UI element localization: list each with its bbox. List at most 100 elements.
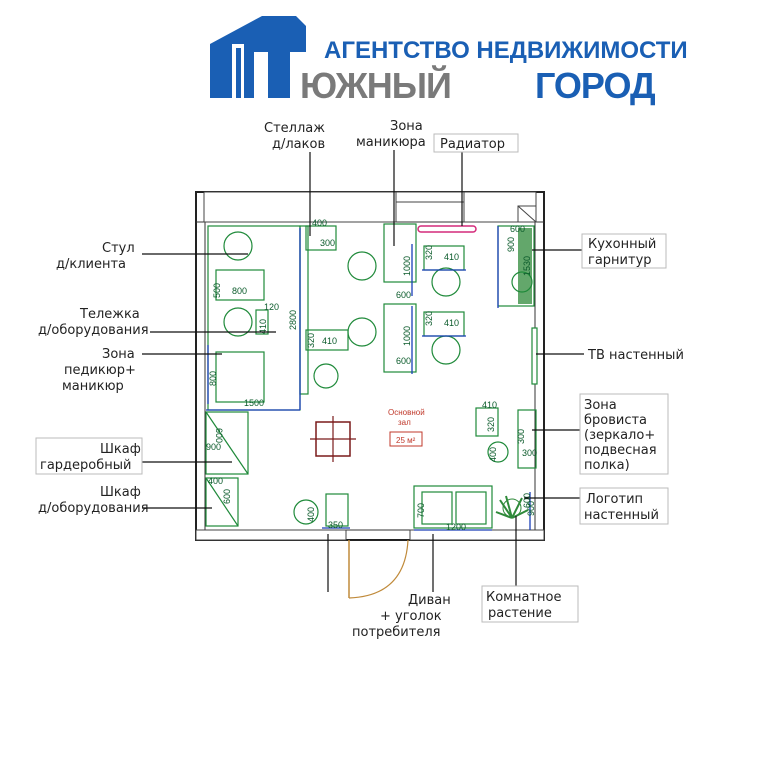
logo-house-icon bbox=[210, 16, 306, 98]
dim-label: 400 bbox=[208, 476, 223, 486]
callout-brow-line2: бровиста bbox=[584, 413, 647, 428]
dim-label: 300 bbox=[320, 238, 335, 248]
callout-sofa-line3: потребителя bbox=[352, 625, 440, 640]
dimension-labels: 400 300 1000 320 410 600 1000 320 410 60… bbox=[206, 218, 537, 532]
dim-label: 400 bbox=[312, 218, 327, 228]
dim-label: 900 bbox=[526, 501, 536, 516]
dim-label: 2800 bbox=[288, 310, 298, 330]
dim-label: 400 bbox=[306, 507, 316, 522]
logo-house-window bbox=[268, 52, 290, 98]
callout-equip-cabinet-line1: Шкаф bbox=[100, 485, 141, 500]
dim-label: 410 bbox=[444, 318, 459, 328]
callout-pedicure-line1: Зона bbox=[102, 347, 135, 362]
dim-label: 320 bbox=[424, 311, 434, 326]
logo-line1: АГЕНТСТВО НЕДВИЖИМОСТИ bbox=[324, 37, 688, 64]
entrance-door bbox=[348, 539, 409, 599]
callout-wardrobe-line2: гардеробный bbox=[40, 458, 131, 473]
dim-label: 1500 bbox=[244, 398, 264, 408]
callout-brow-line5: полка) bbox=[584, 458, 630, 473]
dim-label: 500 bbox=[212, 283, 222, 298]
logo-line2-city: ГОРОД bbox=[535, 65, 655, 106]
callout-logo-wall-line2: настенный bbox=[584, 508, 659, 523]
dim-label: 600 bbox=[522, 493, 532, 508]
callout-chair: Стул д/клиента bbox=[56, 241, 135, 272]
callout-tv: ТВ настенный bbox=[587, 348, 684, 363]
dim-label: 1530 bbox=[522, 256, 532, 276]
callout-rack: Стеллаж д/лаков bbox=[264, 121, 325, 152]
callout-plant-line2: растение bbox=[488, 606, 552, 621]
callout-radiator: Радиатор bbox=[433, 133, 519, 153]
callout-manicure-line2: маникюра bbox=[356, 135, 426, 150]
callout-rack-line1: Стеллаж bbox=[264, 121, 325, 136]
dim-label: 400 bbox=[488, 447, 498, 462]
dim-label: 800 bbox=[208, 371, 218, 386]
logo-house-door-inner bbox=[236, 48, 241, 98]
callout-rack-line2: д/лаков bbox=[272, 137, 325, 152]
dim-label: 320 bbox=[424, 245, 434, 260]
dim-label: 410 bbox=[258, 319, 268, 334]
callout-brow-line4: подвесная bbox=[584, 443, 657, 458]
callout-wardrobe: Шкаф гардеробный bbox=[35, 437, 143, 475]
callout-pedicure-line3: маникюр bbox=[62, 379, 124, 394]
radiator bbox=[417, 225, 477, 233]
agency-logo: АГЕНТСТВО НЕДВИЖИМОСТИ ЮЖНЫЙ ГОРОД bbox=[210, 16, 688, 106]
dim-label: 600 bbox=[510, 224, 525, 234]
callout-kitchen-line2: гарнитур bbox=[588, 253, 652, 268]
dim-label: 900 bbox=[506, 237, 516, 252]
room-area: 25 м² bbox=[396, 436, 416, 445]
callout-sofa-line1: Диван bbox=[408, 593, 451, 608]
dim-label: 1000 bbox=[402, 256, 412, 276]
leader-lines bbox=[142, 150, 586, 592]
callout-sofa-line2: + уголок bbox=[380, 609, 442, 624]
callout-kitchen: Кухонный гарнитур bbox=[581, 233, 667, 269]
room-name-line2: зал bbox=[398, 418, 411, 427]
room-label: Основной зал 25 м² bbox=[388, 408, 425, 447]
dim-label: 120 bbox=[264, 302, 279, 312]
callout-cart-line2: д/оборудования bbox=[38, 323, 149, 338]
callout-brow-line1: Зона bbox=[584, 398, 617, 413]
dim-label: 320 bbox=[486, 417, 496, 432]
callout-brow: Зона бровиста (зеркало+ подвесная полка) bbox=[579, 393, 669, 475]
logo-line2-south: ЮЖНЫЙ bbox=[300, 64, 451, 106]
callout-cart: Тележка д/оборудования bbox=[38, 307, 149, 338]
dim-label: 410 bbox=[322, 336, 337, 346]
callout-pedicure: Зона педикюр+ маникюр bbox=[62, 347, 136, 394]
dim-label: 600 bbox=[396, 290, 411, 300]
room-name-line1: Основной bbox=[388, 408, 425, 417]
dim-label: 600 bbox=[214, 428, 224, 443]
callout-pedicure-line2: педикюр+ bbox=[64, 363, 136, 378]
callout-brow-line3: (зеркало+ bbox=[584, 428, 655, 443]
callout-sofa: Диван + уголок потребителя bbox=[352, 593, 451, 640]
dim-label: 800 bbox=[232, 286, 247, 296]
dim-label: 1000 bbox=[402, 326, 412, 346]
callout-plant-line1: Комнатное bbox=[486, 590, 561, 605]
callout-equip-cabinet-line2: д/оборудования bbox=[38, 501, 149, 516]
callout-equip-cabinet: Шкаф д/оборудования bbox=[38, 485, 149, 516]
dim-label: 350 bbox=[328, 520, 343, 530]
callout-logo-wall: Логотип настенный bbox=[579, 487, 669, 525]
dim-label: 410 bbox=[482, 400, 497, 410]
callout-manicure: Зона маникюра bbox=[356, 119, 426, 150]
dim-label: 1200 bbox=[446, 522, 466, 532]
dimension-lines bbox=[206, 226, 531, 531]
furniture bbox=[205, 223, 538, 529]
callout-kitchen-line1: Кухонный bbox=[588, 237, 656, 252]
dim-label: 410 bbox=[444, 252, 459, 262]
callout-wardrobe-line1: Шкаф bbox=[100, 442, 141, 457]
room-walls bbox=[195, 191, 545, 541]
dim-label: 300 bbox=[516, 429, 526, 444]
callout-radiator-text: Радиатор bbox=[440, 137, 505, 152]
dim-label: 600 bbox=[396, 356, 411, 366]
callout-chair-line2: д/клиента bbox=[56, 257, 126, 272]
callout-chair-line1: Стул bbox=[102, 241, 135, 256]
dim-label: 300 bbox=[522, 448, 537, 458]
callout-tv-text: ТВ настенный bbox=[587, 348, 684, 363]
callout-cart-line1: Тележка bbox=[79, 307, 140, 322]
dim-label: 700 bbox=[416, 503, 426, 518]
callout-manicure-line1: Зона bbox=[390, 119, 423, 134]
callout-logo-wall-line1: Логотип bbox=[586, 492, 643, 507]
plant-icon bbox=[495, 495, 529, 519]
dim-label: 320 bbox=[306, 333, 316, 348]
dim-label: 900 bbox=[206, 442, 221, 452]
callout-plant: Комнатное растение bbox=[481, 585, 579, 623]
